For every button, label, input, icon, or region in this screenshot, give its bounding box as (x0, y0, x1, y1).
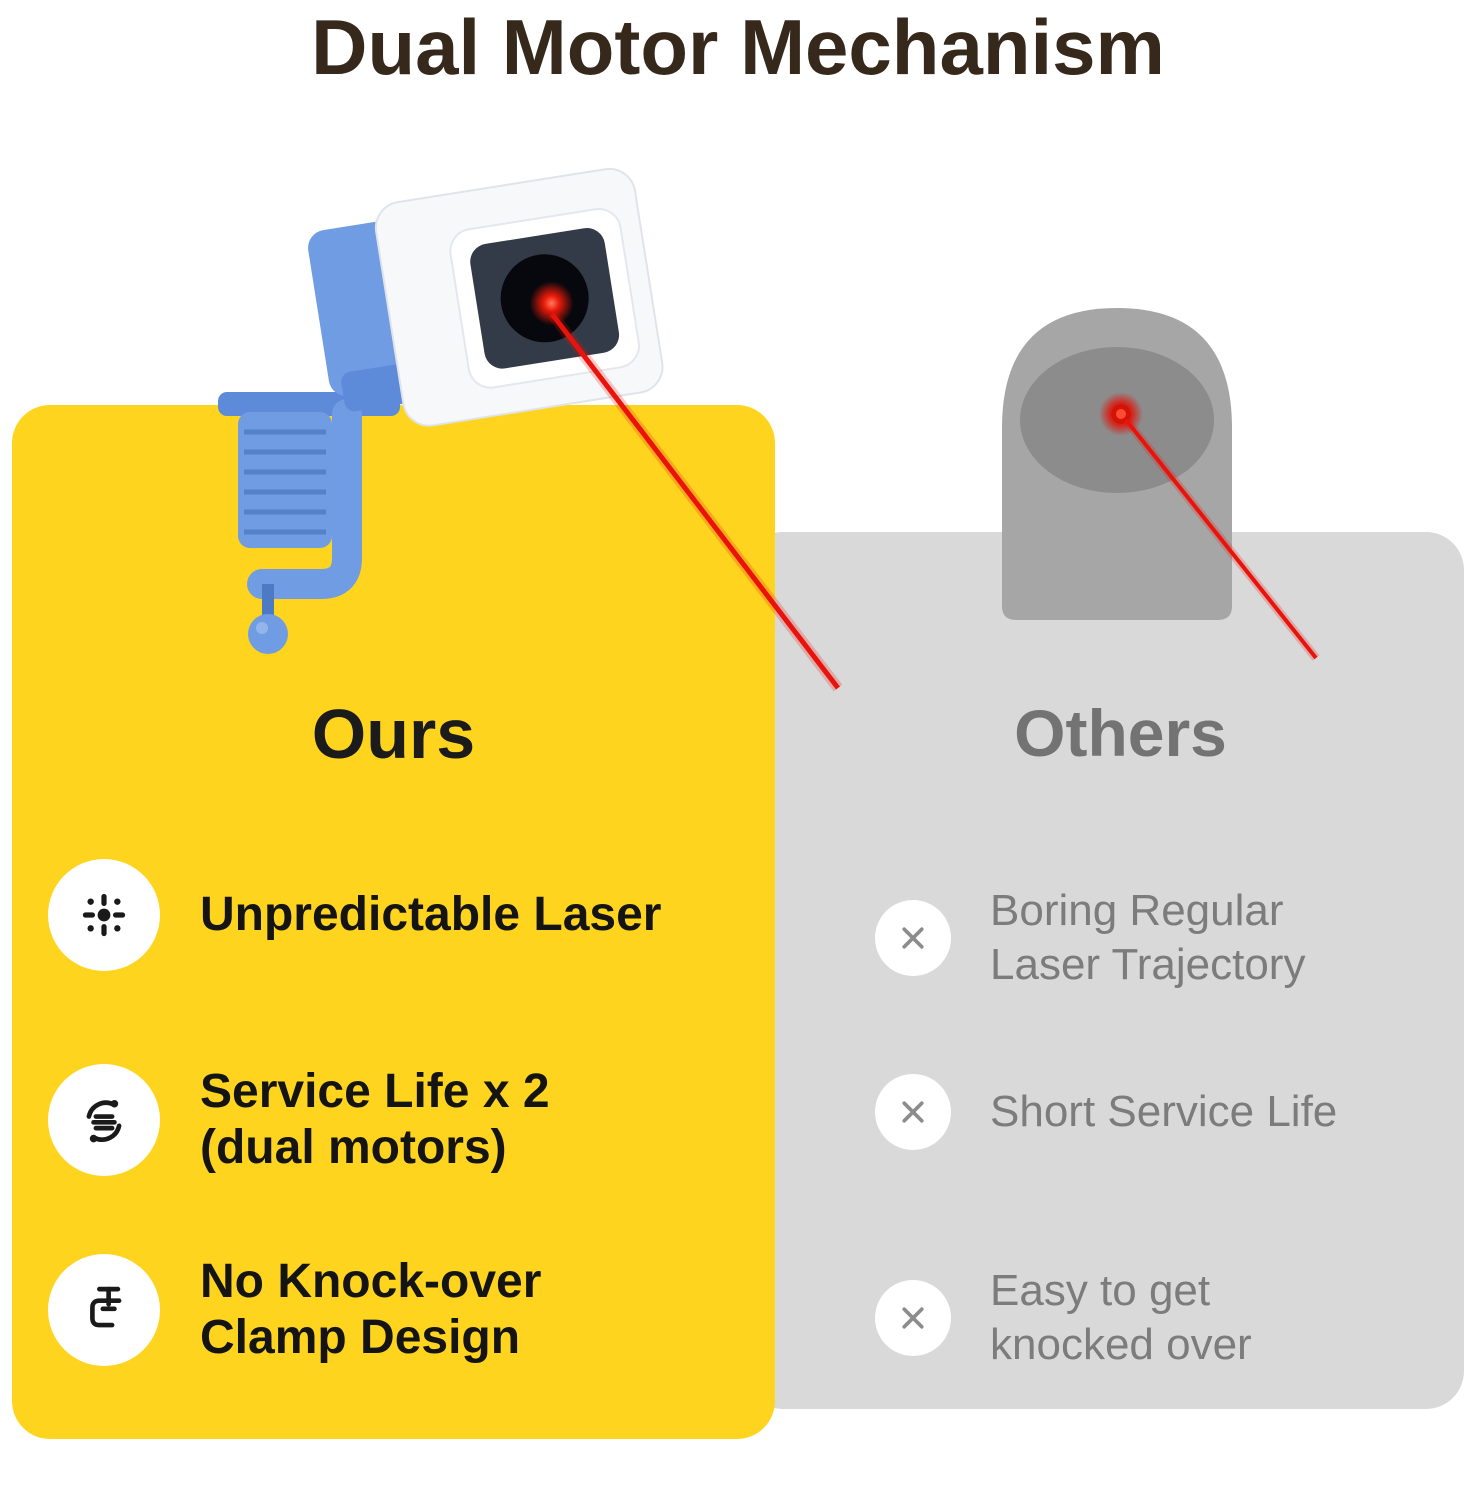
laser-dot (1111, 404, 1131, 424)
others-feature-row-2: Short Service Life (875, 1074, 1337, 1150)
clamp-icon (48, 1254, 160, 1367)
ours-feature-row-3: No Knock-over Clamp Design (48, 1254, 542, 1367)
x-icon (875, 899, 951, 976)
others-feature-text-1: Boring Regular Laser Trajectory (990, 886, 1306, 989)
page-title: Dual Motor Mechanism (311, 3, 1165, 91)
others-feature-text-3: Easy to get knocked over (990, 1266, 1252, 1369)
ours-title: Ours (311, 695, 476, 773)
ours-feature-text-3: No Knock-over Clamp Design (200, 1255, 542, 1365)
others-feature-text-2: Short Service Life (990, 1087, 1338, 1137)
laser-burst-icon (48, 859, 160, 971)
our-laser-device (308, 167, 664, 427)
others-feature-row-3: Easy to get knocked over (875, 1264, 1252, 1371)
laser-lens (500, 254, 589, 343)
x-icon (875, 1279, 951, 1356)
others-title: Others (1014, 696, 1227, 770)
ours-feature-row-2: Service Life x 2 (dual motors) (48, 1064, 550, 1177)
others-feature-row-1: Boring Regular Laser Trajectory (875, 884, 1305, 991)
lens-bezel (470, 228, 620, 369)
dual-motor-icon (48, 1064, 160, 1177)
ours-feature-row-1: Unpredictable Laser (48, 859, 661, 971)
others-card: Others Boring Regular Laser Trajectory (745, 532, 1464, 1409)
ours-feature-text-1: Unpredictable Laser (200, 887, 662, 941)
ours-feature-text-2: Service Life x 2 (dual motors) (200, 1065, 550, 1175)
ours-card: Ours Unpredictable Laser (12, 405, 775, 1439)
x-icon (875, 1074, 951, 1150)
